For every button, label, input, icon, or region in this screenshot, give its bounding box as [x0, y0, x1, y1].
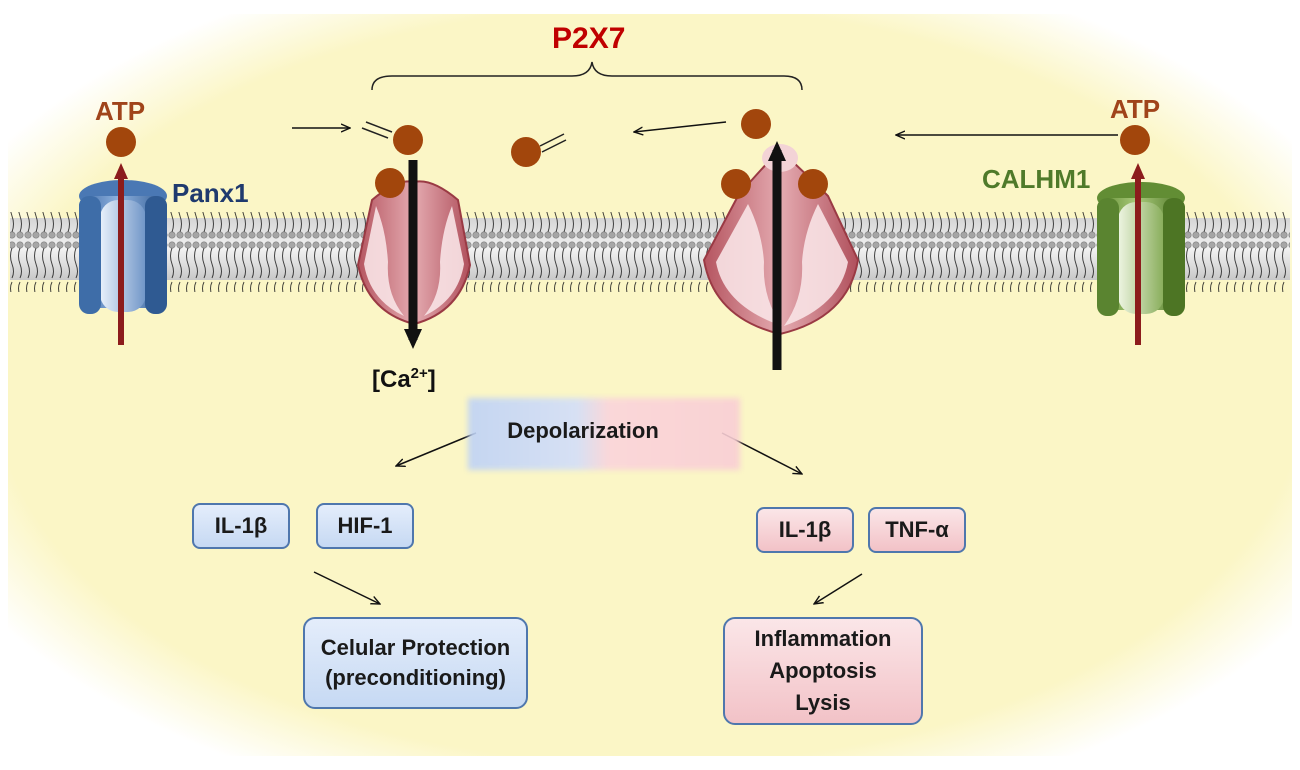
atp-diffusion-arrow-mid: [634, 121, 727, 132]
depolarization-label: Depolarization: [507, 418, 659, 443]
depolarization-left-arrow: [396, 432, 477, 466]
calcium-charge: 2+: [410, 365, 428, 382]
left-il1b-box: IL-1β: [192, 503, 290, 549]
inflammation-box: Inflammation Apoptosis Lysis: [723, 617, 923, 725]
depolarization-highlight: [468, 398, 740, 470]
panx1-label: Panx1: [172, 178, 249, 208]
cellular-protection-line1: Celular Protection: [320, 635, 511, 661]
right-il1b-box: IL-1β: [756, 507, 854, 553]
atp-label-right: ATP: [1110, 94, 1161, 124]
p2x7-bracket: [371, 61, 803, 91]
atp-molecule-icon: [106, 109, 1150, 199]
calcium-close: ]: [427, 366, 436, 393]
calcium-base: [Ca: [372, 366, 411, 393]
cellular-protection-line2: (preconditioning): [325, 665, 506, 690]
protection-arrow: [313, 571, 380, 604]
inflammation-line2: Apoptosis: [769, 658, 877, 684]
calhm1-label: CALHM1: [982, 164, 1091, 194]
cellular-protection-box: Celular Protection (preconditioning): [303, 617, 528, 709]
cell-background: [8, 14, 1292, 756]
p2x7-title: P2X7: [552, 22, 626, 55]
inflammation-line3: Lysis: [795, 689, 851, 715]
inflammation-arrow: [814, 573, 863, 604]
right-tnfa-box: TNF-α: [868, 507, 966, 553]
calcium-label: [Ca2+]: [372, 366, 436, 392]
inflammation-line1: Inflammation: [754, 626, 892, 652]
motion-lines: [361, 121, 567, 153]
left-hif1-box: HIF-1: [316, 503, 414, 549]
membrane-bilayer-icon: [10, 212, 1290, 292]
atp-label-left: ATP: [95, 96, 146, 126]
